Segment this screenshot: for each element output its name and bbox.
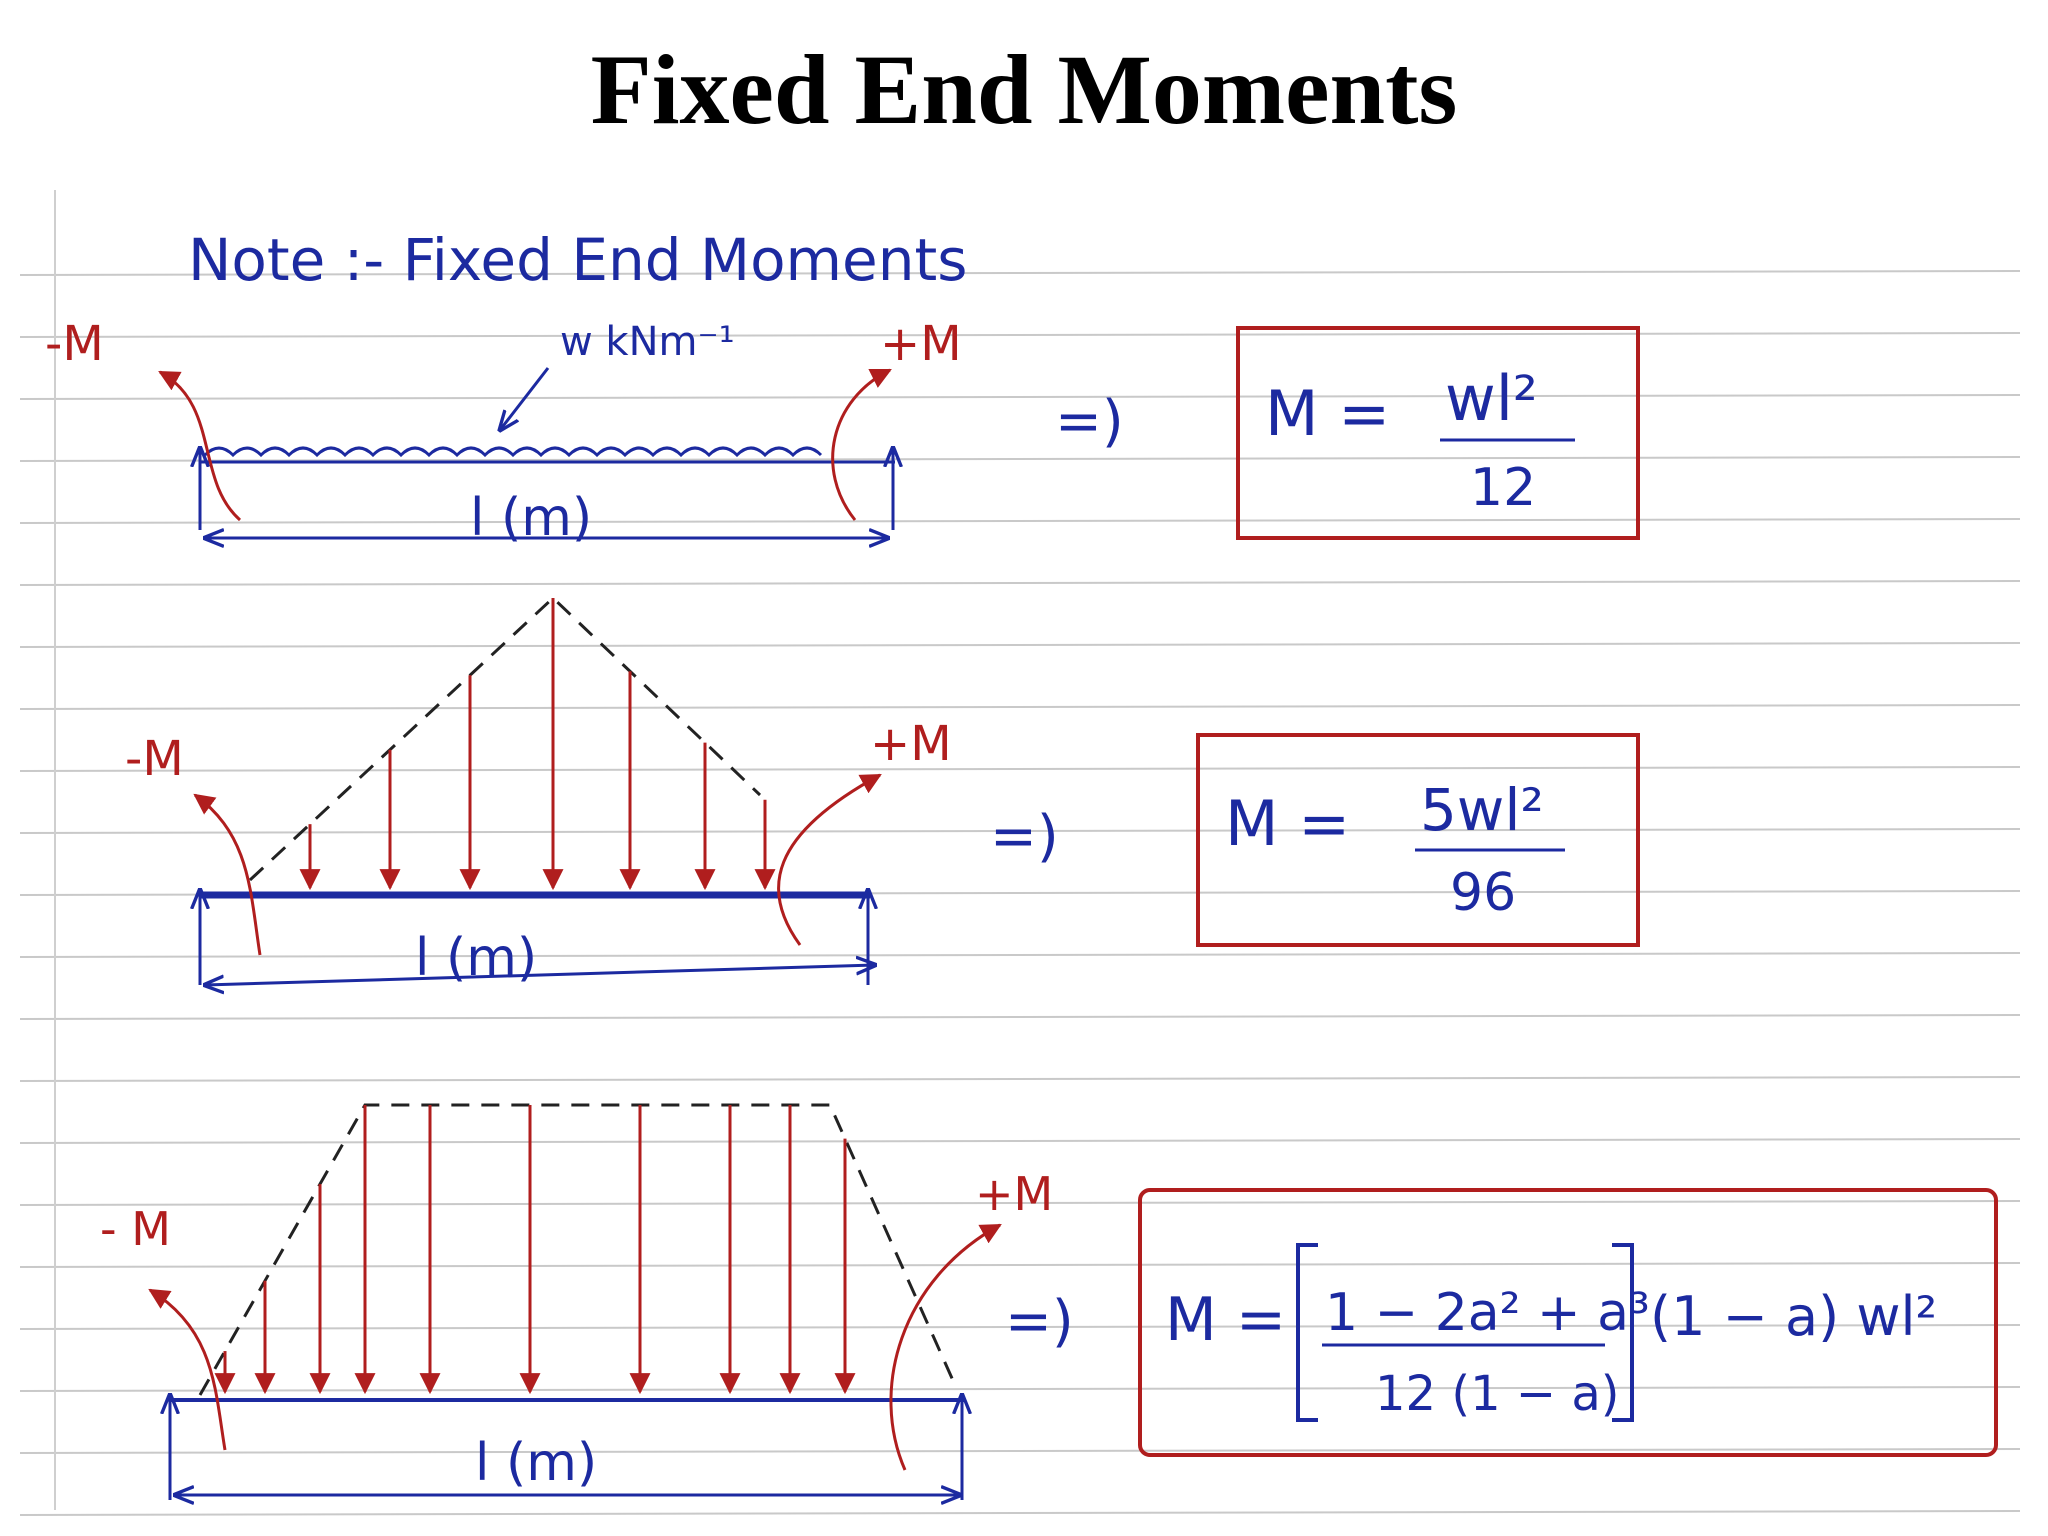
- paper-rule-line: [19, 518, 2021, 524]
- trap-right-bracket: [1612, 1243, 1634, 1422]
- tri-formula-numerator: 5wl²: [1420, 776, 1544, 844]
- case-trapezoidal: l (m) - M +M =) M = 1 − 2a² + a³ 12 (1 −…: [100, 1103, 1998, 1500]
- paper-rule-line: [19, 1386, 2021, 1392]
- udl-span-label: l (m): [470, 488, 592, 548]
- paper-rule-line: [19, 704, 2021, 710]
- paper-rule-line: [19, 1448, 2021, 1454]
- tri-formula-denominator: 96: [1450, 863, 1516, 923]
- paper-rule-line: [19, 580, 2021, 586]
- trap-left-moment-arrow: [148, 1288, 227, 1451]
- udl-left-moment-label: -M: [45, 316, 104, 372]
- paper-rule-line: [19, 642, 2021, 648]
- note-heading: Note :- Fixed End Moments: [188, 226, 967, 294]
- tri-span-label: l (m): [415, 928, 537, 988]
- paper-rule-line: [19, 828, 2021, 834]
- paper-rule-line: [19, 1076, 2021, 1082]
- udl-right-moment-arrow: [831, 368, 892, 521]
- paper-rules: [19, 270, 2021, 1516]
- udl-left-moment-arrow: [158, 370, 241, 522]
- paper-rule-line: [19, 456, 2021, 462]
- tri-right-moment-arrow: [777, 773, 882, 946]
- paper-rule-line: [19, 1510, 2021, 1516]
- paper-rule-line: [19, 270, 2021, 276]
- paper-rule-line: [19, 1014, 2021, 1020]
- trap-formula-box: [1138, 1188, 1998, 1457]
- paper-rule-line: [19, 1262, 2021, 1268]
- udl-right-moment-label: +M: [880, 316, 962, 372]
- paper-rule-line: [19, 1324, 2021, 1330]
- trap-implies-sign: =): [1005, 1289, 1074, 1354]
- tri-implies-sign: =): [990, 804, 1059, 869]
- trap-right-moment-label: +M: [975, 1167, 1053, 1221]
- tri-right-moment-label: +M: [870, 716, 952, 772]
- paper-rule-line: [19, 952, 2021, 958]
- udl-formula-denominator: 12: [1470, 458, 1536, 518]
- tri-formula-box: [1196, 733, 1640, 947]
- case-udl: l (m) w kNm⁻¹ -M +M =) M = wl² 12: [45, 316, 1640, 548]
- tri-formula-lhs: M =: [1225, 787, 1350, 860]
- tri-left-moment-arrow: [193, 793, 262, 956]
- trap-formula-denominator: 12 (1 − a): [1375, 1366, 1619, 1422]
- trap-left-moment-label: - M: [100, 1202, 171, 1256]
- paper-rule-line: [19, 766, 2021, 772]
- trap-right-moment-arrow: [889, 1223, 1002, 1471]
- trap-load-arrows: [214, 1105, 856, 1395]
- paper-rule-line: [19, 394, 2021, 400]
- udl-formula-box: [1236, 326, 1640, 540]
- trap-load-outline: [198, 1103, 957, 1396]
- paper-rule-line: [19, 1138, 2021, 1144]
- paper-rule-line: [19, 1200, 2021, 1206]
- trap-formula-tail: (1 − a) wl²: [1650, 1285, 1937, 1348]
- trap-span-label: l (m): [475, 1433, 597, 1493]
- paper-rule-line: [19, 332, 2021, 338]
- trap-formula-numerator: 1 − 2a² + a³: [1325, 1283, 1650, 1343]
- tri-load-arrows: [299, 598, 776, 891]
- udl-wavy-load: [203, 446, 823, 458]
- udl-load-pointer: [500, 367, 550, 430]
- udl-implies-sign: =): [1055, 389, 1124, 454]
- case-triangular: l (m) -M +M =) M = 5wl² 96: [125, 595, 1640, 988]
- page-title: Fixed End Moments: [590, 34, 1458, 145]
- trap-formula-lhs: M =: [1165, 1285, 1286, 1355]
- tri-span-dimension: [205, 965, 875, 985]
- tri-load-outline: [248, 595, 762, 882]
- udl-formula-numerator: wl²: [1445, 362, 1538, 435]
- udl-load-label: w kNm⁻¹: [560, 319, 735, 365]
- udl-formula-lhs: M =: [1265, 377, 1390, 450]
- tri-left-moment-label: -M: [125, 731, 184, 787]
- trap-left-bracket: [1296, 1243, 1318, 1422]
